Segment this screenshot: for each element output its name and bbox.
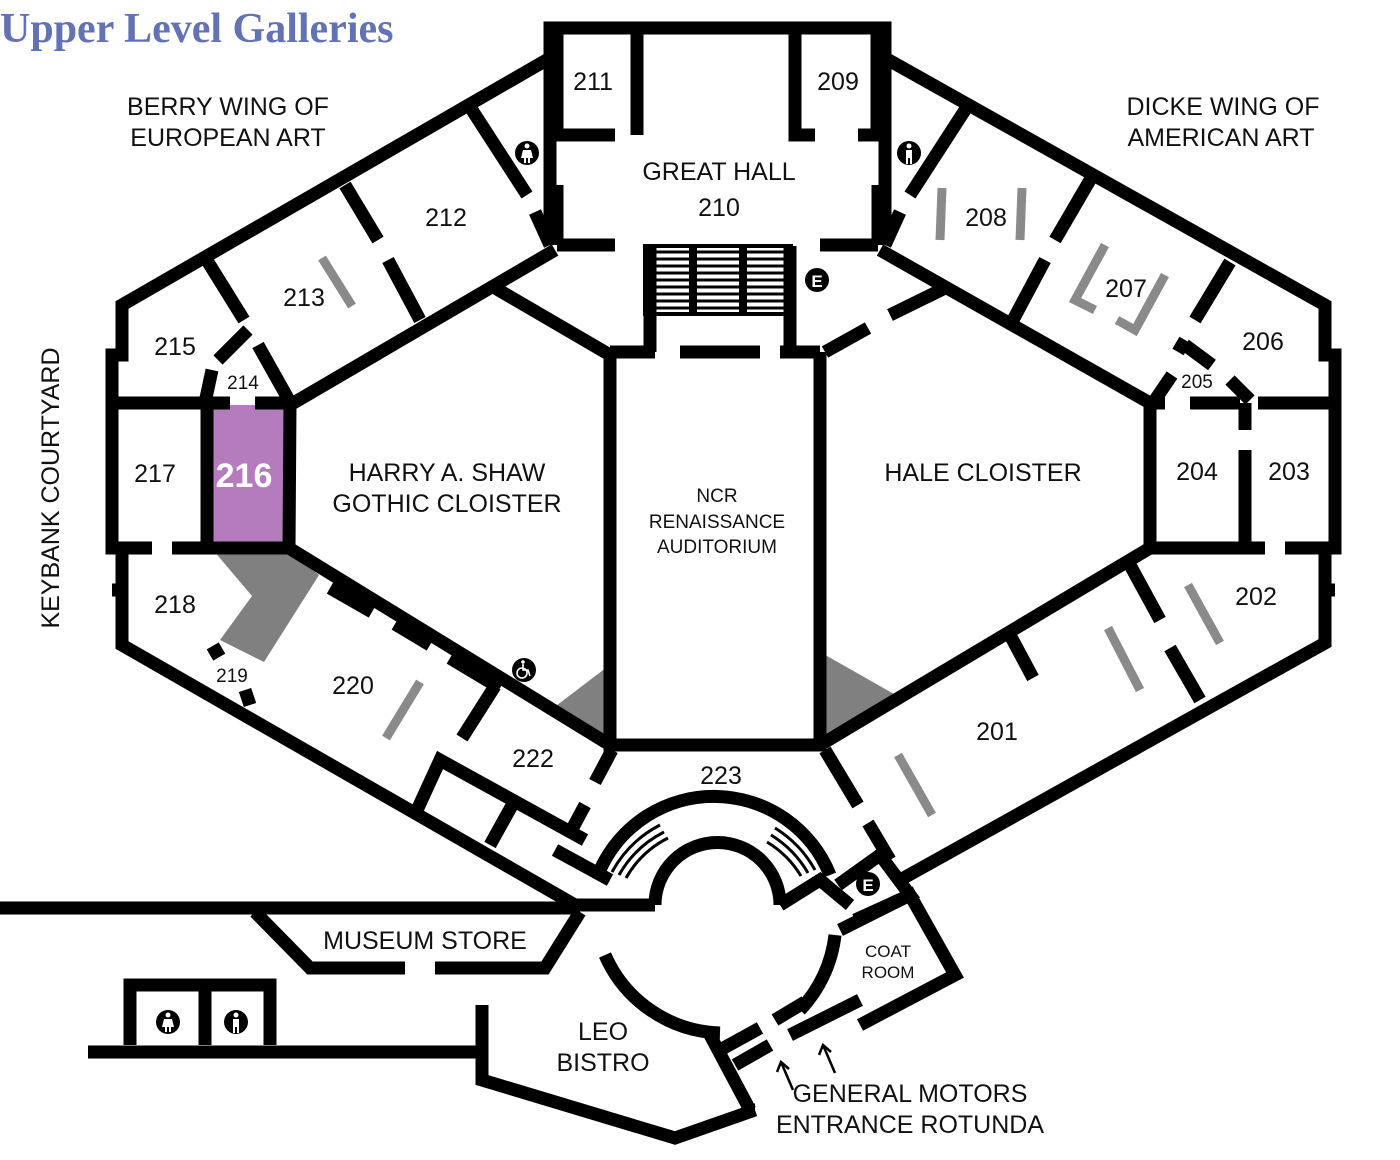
wing-label-berry-line2: EUROPEAN ART xyxy=(130,124,325,152)
hale-cloister-label[interactable]: HALE CLOISTER xyxy=(884,459,1081,487)
wing-label-dicke-line2: AMERICAN ART xyxy=(1127,124,1314,152)
restroom-men-icon xyxy=(897,141,921,165)
room-214-label[interactable]: 214 xyxy=(227,373,259,394)
auditorium-line1[interactable]: NCR xyxy=(696,486,737,507)
wing-label-dicke-line1: DICKE WING OF xyxy=(1126,93,1319,121)
bottom-left-walls xyxy=(0,901,758,1145)
room-208-label[interactable]: 208 xyxy=(965,204,1007,232)
right-wing-walls xyxy=(819,106,1330,864)
coat-room-line1[interactable]: COAT xyxy=(865,942,911,961)
shaded-area-right-stage xyxy=(820,652,894,737)
room-202-label[interactable]: 202 xyxy=(1235,583,1277,611)
entrance-rotunda-line1: GENERAL MOTORS xyxy=(793,1080,1028,1108)
bistro-line1[interactable]: LEO xyxy=(578,1018,628,1046)
svg-text:E: E xyxy=(811,272,822,291)
shaw-cloister-line2[interactable]: GOTHIC CLOISTER xyxy=(332,490,561,518)
restroom-women-icon xyxy=(156,1010,180,1034)
room-213-label[interactable]: 213 xyxy=(283,284,325,312)
auditorium-line2[interactable]: RENAISSANCE xyxy=(649,512,785,533)
room-201-label[interactable]: 201 xyxy=(976,718,1018,746)
room-219-label[interactable]: 219 xyxy=(216,666,248,687)
entrance-arrow-icon xyxy=(775,1042,837,1091)
svg-text:E: E xyxy=(862,876,873,895)
auditorium-line3[interactable]: AUDITORIUM xyxy=(657,537,777,558)
auditorium-walls xyxy=(486,279,948,752)
room-216-label[interactable]: 216 xyxy=(216,457,273,495)
room-203-label[interactable]: 203 xyxy=(1268,458,1310,486)
wheelchair-icon xyxy=(512,658,536,682)
room-206-label[interactable]: 206 xyxy=(1242,328,1284,356)
restroom-men-icon xyxy=(224,1010,248,1034)
wing-label-berry-line1: BERRY WING OF xyxy=(127,93,329,121)
great-hall-label[interactable]: GREAT HALL xyxy=(642,158,795,186)
great-hall-walls xyxy=(550,30,885,316)
room-215-label[interactable]: 215 xyxy=(154,333,196,361)
rotunda-steps xyxy=(610,823,817,879)
left-wing-walls xyxy=(118,106,618,886)
room-209-label[interactable]: 209 xyxy=(817,68,859,96)
outer-walls xyxy=(105,21,1342,912)
room-205-label[interactable]: 205 xyxy=(1181,372,1213,393)
room-222-label[interactable]: 222 xyxy=(512,745,554,773)
stair-dividers xyxy=(643,246,797,352)
shaded-area-218 xyxy=(213,550,319,662)
room-220-label[interactable]: 220 xyxy=(332,672,374,700)
gallery-partitions xyxy=(318,187,1224,818)
staircase xyxy=(648,250,788,310)
room-212-label[interactable]: 212 xyxy=(425,204,467,232)
room-207-label[interactable]: 207 xyxy=(1105,275,1147,303)
shaded-area-left-stage xyxy=(548,664,611,745)
bistro-line2[interactable]: BISTRO xyxy=(556,1049,649,1077)
room-204-label[interactable]: 204 xyxy=(1176,458,1218,486)
room-223-label[interactable]: 223 xyxy=(700,762,742,790)
room-210-label[interactable]: 210 xyxy=(698,194,740,222)
room-217-label[interactable]: 217 xyxy=(134,460,176,488)
courtyard-label: KEYBANK COURTYARD xyxy=(37,347,65,628)
restroom-women-icon xyxy=(515,141,539,165)
room-216-highlight[interactable] xyxy=(207,405,289,548)
page-title: Upper Level Galleries xyxy=(0,6,393,52)
entrance-rotunda-line2: ENTRANCE ROTUNDA xyxy=(776,1111,1044,1139)
shaw-cloister-line1[interactable]: HARRY A. SHAW xyxy=(349,459,546,487)
room-211-label[interactable]: 211 xyxy=(573,68,613,96)
museum-store-label[interactable]: MUSEUM STORE xyxy=(323,927,527,955)
room-218-label[interactable]: 218 xyxy=(154,591,196,619)
coat-room-line2[interactable]: ROOM xyxy=(862,963,915,982)
elevator-icon: E xyxy=(805,268,829,292)
rotunda-walls xyxy=(594,789,964,1117)
elevator-icon: E xyxy=(856,872,880,896)
